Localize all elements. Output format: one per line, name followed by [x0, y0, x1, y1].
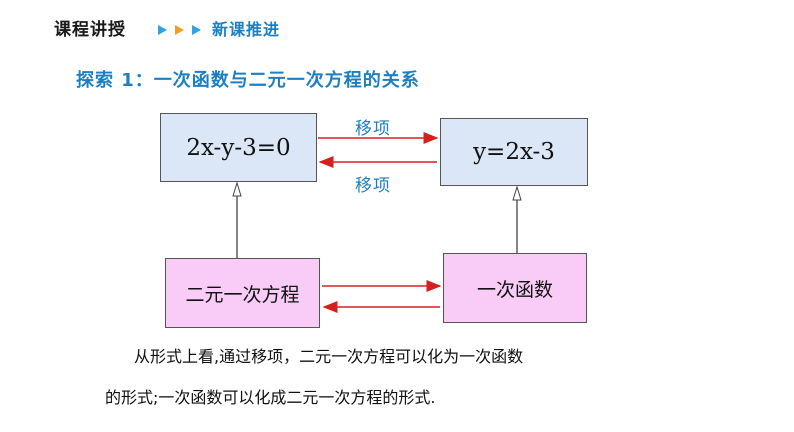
connector-right-head — [512, 185, 522, 201]
explore-heading: 探索 1：一次函数与二元一次方程的关系 — [76, 70, 420, 91]
triangle-icon-3 — [192, 25, 201, 35]
triangle-arrows-icon — [158, 25, 201, 35]
move-label-bottom: 移项 — [355, 176, 391, 196]
paragraph-line-2: 的形式;一次函数可以化成二元一次方程的形式. — [105, 388, 436, 407]
function-generic-box: 一次函数 — [443, 253, 587, 323]
triangle-icon-1 — [158, 25, 167, 35]
equation-box: 2x-y-3=0 — [160, 113, 317, 182]
move-label-top: 移项 — [355, 119, 391, 139]
equation-generic-box: 二元一次方程 — [165, 258, 320, 328]
paragraph-line-1: 从形式上看,通过移项，二元一次方程可以化为一次函数 — [134, 347, 524, 366]
section-title: 课程讲授 — [54, 20, 126, 40]
triangle-icon-2 — [175, 25, 184, 35]
connector-left-head — [232, 181, 242, 197]
function-box: y=2x-3 — [440, 118, 588, 186]
section-subtitle: 新课推进 — [212, 20, 281, 39]
